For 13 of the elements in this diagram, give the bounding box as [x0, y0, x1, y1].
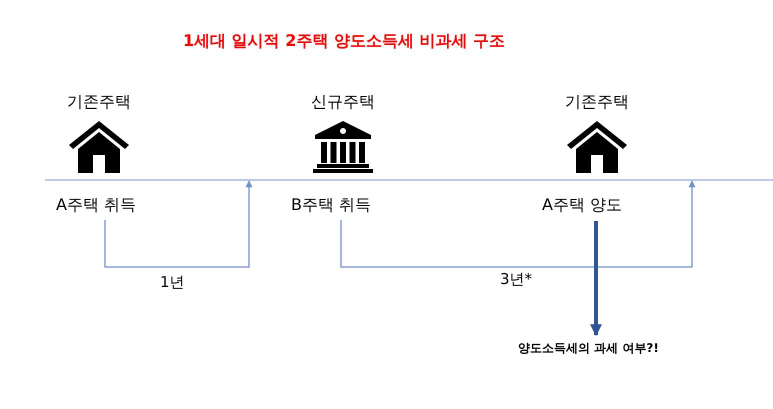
- bracket-arrow: [104, 180, 252, 268]
- house-type-label: 신규주택: [310, 92, 376, 113]
- event-label: A주택 양도: [542, 194, 642, 216]
- thick-arrow: [590, 221, 602, 336]
- event-label: B주택 취득: [291, 194, 391, 216]
- edge-label: 1년: [160, 273, 185, 292]
- bracket-arrow: [340, 180, 696, 268]
- house-type-label: 기존주택: [66, 92, 132, 113]
- diagram-title: 1세대 일시적 2주택 양도소득세 비과세 구조: [183, 31, 506, 52]
- house-type-label: 기존주택: [564, 92, 630, 113]
- event-label: A주택 취득: [56, 194, 160, 216]
- edge-label: 3년*: [500, 270, 532, 289]
- result-label: 양도소득세의 과세 여부?!: [518, 337, 696, 359]
